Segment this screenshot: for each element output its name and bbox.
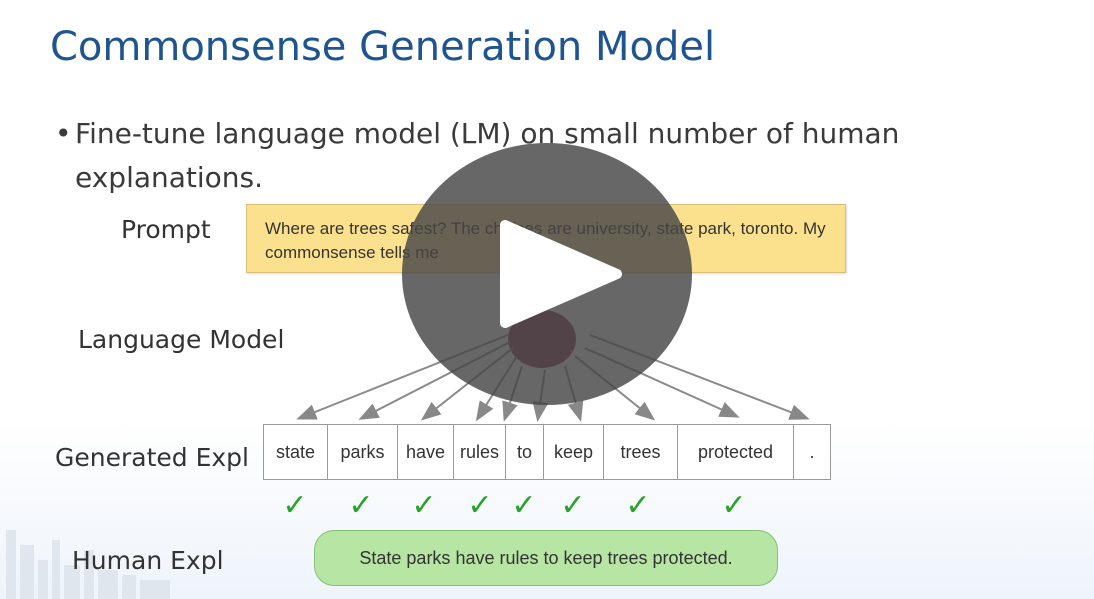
generated-expl-label: Generated Expl [55,443,249,472]
generated-token: . [809,441,815,462]
bullet-symbol: • [55,117,72,150]
language-model-label: Language Model [78,325,285,354]
check-icon: ✓ [511,488,537,523]
check-icon: ✓ [348,488,374,523]
bullet-point: • Fine-tune language model (LM) on small… [55,112,955,200]
generated-token: protected [678,425,794,479]
check-icon: ✓ [625,488,651,523]
generated-token: parks [328,425,398,479]
check-icon: ✓ [467,488,493,523]
check-icon: ✓ [411,488,437,523]
slide-title: Commonsense Generation Model [50,24,716,70]
generated-token: state [264,425,328,479]
check-icon: ✓ [282,488,308,523]
prompt-label: Prompt [121,215,211,244]
generated-token: have [398,425,454,479]
generated-token: trees [604,425,678,479]
human-expl-label: Human Expl [72,546,224,575]
play-icon [500,220,622,328]
check-icon: ✓ [721,488,747,523]
generated-expl-row: state parks have rules to keep trees pro… [263,424,831,480]
check-icon: ✓ [560,488,586,523]
bullet-text: Fine-tune language model (LM) on small n… [75,117,900,194]
generated-token: keep [544,425,604,479]
play-button[interactable] [402,143,692,405]
city-skyline-watermark [6,530,170,599]
generated-token: rules [454,425,506,479]
human-expl-box: State parks have rules to keep trees pro… [314,530,778,586]
generated-token: to [506,425,544,479]
